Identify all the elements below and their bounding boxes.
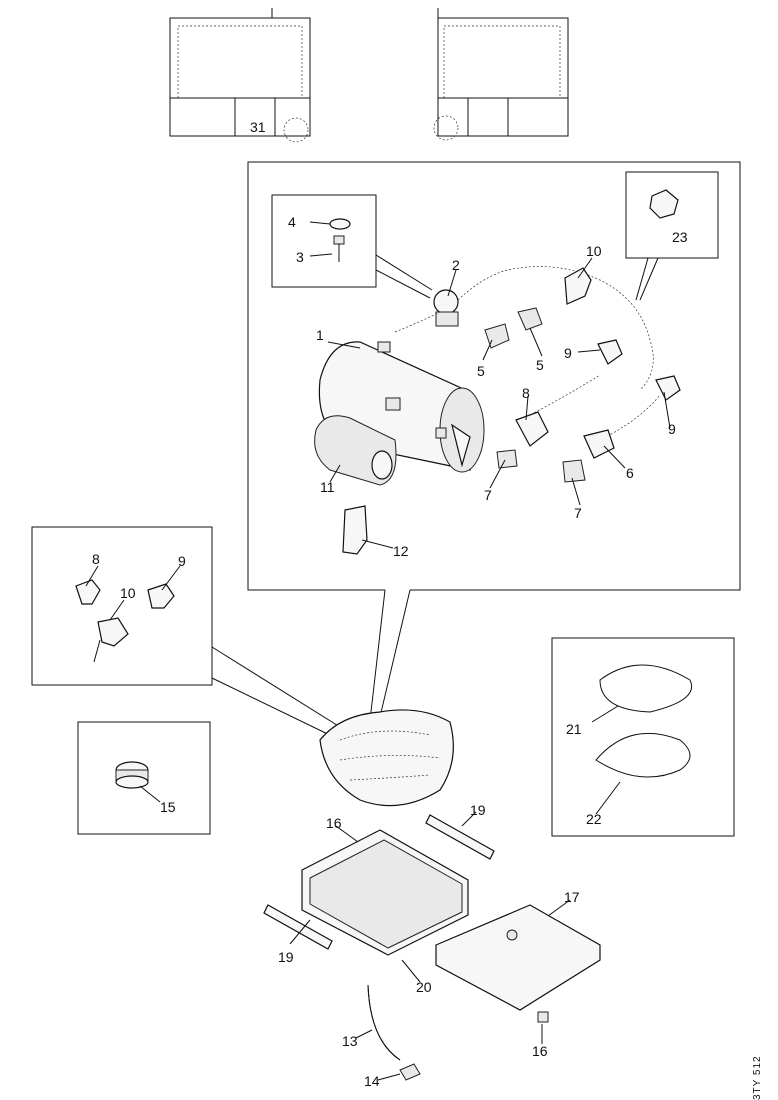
callout-5-right: 5 — [536, 357, 544, 373]
vehicle-thumbnail-right — [433, 8, 569, 141]
cap-inset — [77, 721, 211, 835]
callout-22: 22 — [586, 811, 602, 827]
callout-12: 12 — [393, 543, 409, 559]
vehicle-thumbnail-left: 31 — [169, 8, 311, 143]
callout-23: 23 — [672, 229, 688, 245]
callout-9-upper: 9 — [564, 345, 572, 361]
valve-inset — [31, 526, 349, 741]
heater-detail-panel — [247, 161, 741, 739]
callout-9-lower: 9 — [668, 421, 676, 437]
vehicle-engine-silhouette — [319, 709, 454, 807]
drawing-code: 3TY 512 — [752, 1055, 763, 1100]
callout-7-right: 7 — [574, 505, 582, 521]
callout-2: 2 — [452, 257, 460, 273]
callout-9-inset: 9 — [178, 553, 186, 569]
callout-5-left: 5 — [477, 363, 485, 379]
mounting-tray — [263, 814, 601, 1081]
hose-inset — [551, 637, 735, 837]
callout-19-lower: 19 — [278, 949, 294, 965]
callout-6: 6 — [626, 465, 634, 481]
callout-8-inset: 8 — [92, 551, 100, 567]
callout-10-inset: 10 — [120, 585, 136, 601]
callout-14: 14 — [364, 1073, 380, 1089]
callout-11: 11 — [320, 479, 335, 495]
callout-4: 4 — [288, 214, 296, 230]
callout-19-upper: 19 — [470, 802, 486, 818]
callout-7-left: 7 — [484, 487, 492, 503]
callout-1: 1 — [316, 327, 324, 343]
leader-lines — [85, 221, 671, 1081]
callout-17: 17 — [564, 889, 580, 905]
callout-10-main: 10 — [586, 243, 602, 259]
callout-3: 3 — [296, 249, 304, 265]
callout-16-lower: 16 — [532, 1043, 548, 1059]
callout-13: 13 — [342, 1033, 358, 1049]
callout-15: 15 — [160, 799, 176, 815]
callout-21: 21 — [566, 721, 582, 737]
callout-16-upper: 16 — [326, 815, 342, 831]
svg-text:31: 31 — [250, 119, 266, 135]
callout-8-main: 8 — [522, 385, 530, 401]
callout-20: 20 — [416, 979, 432, 995]
